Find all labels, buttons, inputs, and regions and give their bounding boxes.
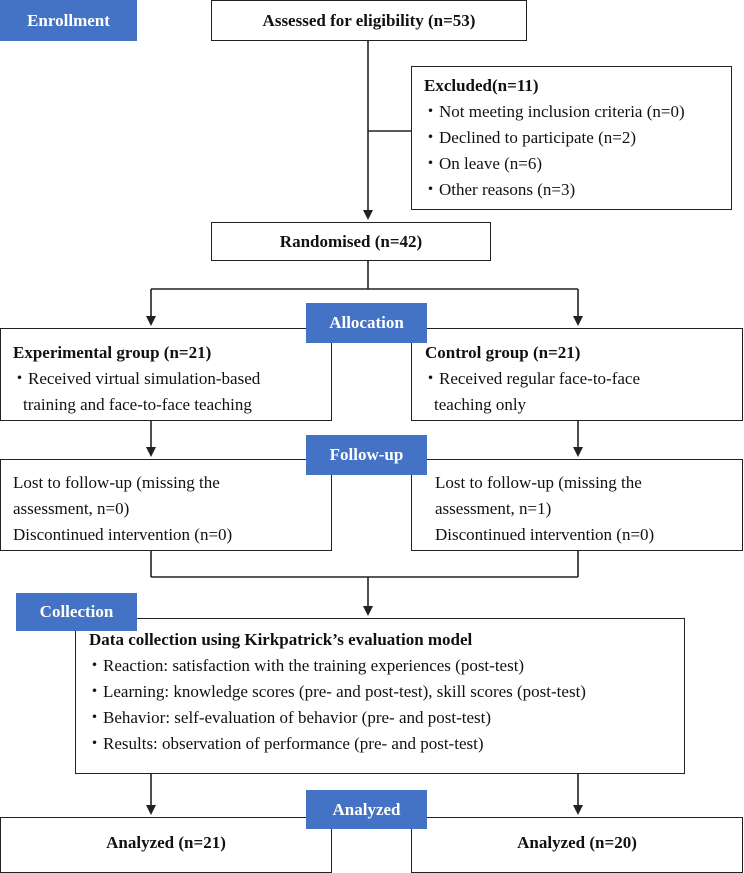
collection-item: ・Results: observation of performance (pr… bbox=[86, 734, 484, 753]
followup-right-line: assessment, n=1) bbox=[435, 499, 552, 518]
follow-up-label: Follow-up bbox=[306, 435, 427, 475]
experimental-box: Experimental group (n=21) ・Received virt… bbox=[0, 328, 332, 421]
excluded-title: Excluded(n=11) bbox=[424, 76, 539, 95]
randomised-box: Randomised (n=42) bbox=[211, 222, 491, 261]
collection-title: Data collection using Kirkpatrick’s eval… bbox=[89, 630, 473, 649]
assessed-text: Assessed for eligibility (n=53) bbox=[262, 11, 476, 30]
followup-right-box: Lost to follow-up (missing the assessmen… bbox=[411, 459, 743, 551]
analyzed-right-box: Analyzed (n=20) bbox=[411, 817, 743, 873]
control-title: Control group (n=21) bbox=[425, 343, 581, 362]
followup-left-line: assessment, n=0) bbox=[13, 499, 130, 518]
collection-box: Data collection using Kirkpatrick’s eval… bbox=[75, 618, 685, 774]
collection-item: ・Reaction: satisfaction with the trainin… bbox=[86, 656, 525, 675]
followup-left-line: Lost to follow-up (missing the bbox=[13, 473, 220, 492]
collection-item: ・Behavior: self-evaluation of behavior (… bbox=[86, 708, 492, 727]
analyzed-left-box: Analyzed (n=21) bbox=[0, 817, 332, 873]
excluded-item: ・On leave (n=6) bbox=[422, 154, 543, 173]
collection-label: Collection bbox=[16, 593, 137, 631]
assessed-box: Assessed for eligibility (n=53) bbox=[211, 0, 527, 41]
experimental-line: training and face-to-face teaching bbox=[23, 395, 252, 414]
followup-right-line: Discontinued intervention (n=0) bbox=[435, 525, 655, 544]
analyzed-left-text: Analyzed (n=21) bbox=[106, 833, 226, 852]
excluded-item: ・Not meeting inclusion criteria (n=0) bbox=[422, 102, 685, 121]
analyzed-right-text: Analyzed (n=20) bbox=[517, 833, 637, 852]
control-line: teaching only bbox=[434, 395, 527, 414]
experimental-line: ・Received virtual simulation-based bbox=[11, 369, 261, 388]
control-box: Control group (n=21) ・Received regular f… bbox=[411, 328, 743, 421]
excluded-item: ・Declined to participate (n=2) bbox=[422, 128, 636, 147]
randomised-text: Randomised (n=42) bbox=[279, 232, 423, 251]
excluded-box: Excluded(n=11) ・Not meeting inclusion cr… bbox=[411, 66, 732, 210]
followup-left-box: Lost to follow-up (missing the assessmen… bbox=[0, 459, 332, 551]
followup-right-line: Lost to follow-up (missing the bbox=[435, 473, 642, 492]
control-line: ・Received regular face-to-face bbox=[422, 369, 641, 388]
followup-left-line: Discontinued intervention (n=0) bbox=[13, 525, 233, 544]
experimental-title: Experimental group (n=21) bbox=[13, 343, 212, 362]
allocation-label: Allocation bbox=[306, 303, 427, 343]
excluded-item: ・Other reasons (n=3) bbox=[422, 180, 576, 199]
collection-item: ・Learning: knowledge scores (pre- and po… bbox=[86, 682, 586, 701]
enrollment-label: Enrollment bbox=[0, 0, 137, 41]
analyzed-label: Analyzed bbox=[306, 790, 427, 829]
